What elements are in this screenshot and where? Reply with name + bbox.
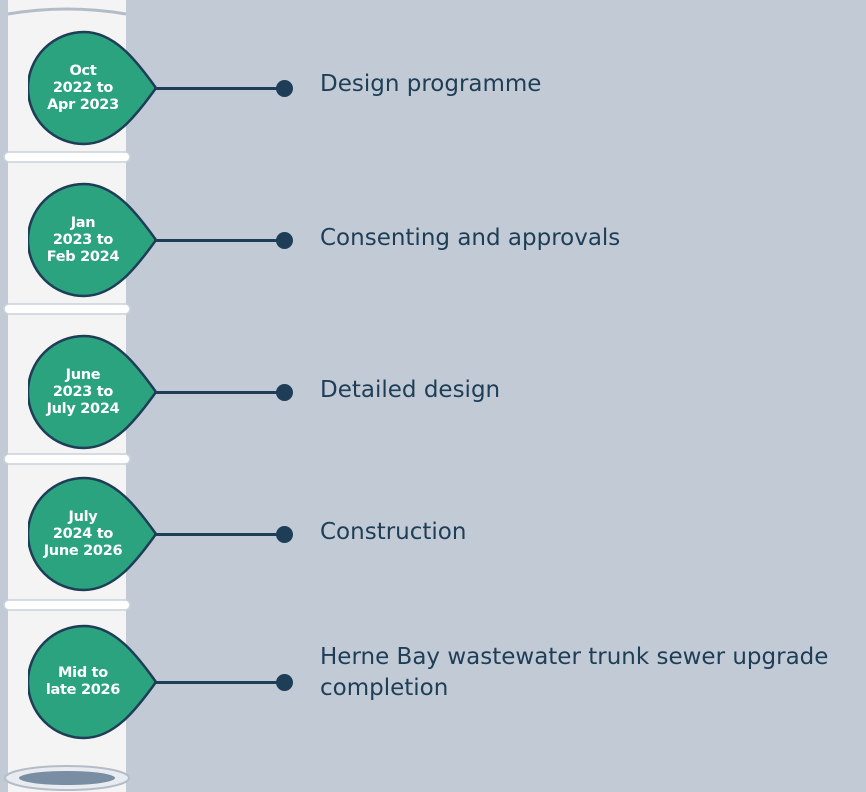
connector-line: [154, 87, 284, 90]
milestone-1: Oct 2022 to Apr 2023: [0, 28, 866, 148]
date-range-text: Mid to late 2026: [45, 665, 121, 698]
milestone-3: June 2023 to July 2024: [0, 332, 866, 452]
connector-line: [154, 533, 284, 536]
milestone-label: Detailed design: [320, 377, 501, 403]
connector-line: [154, 391, 284, 394]
connector-dot: [276, 526, 293, 543]
date-badge: Mid to late 2026: [28, 622, 162, 742]
milestone-label: Construction: [320, 519, 467, 545]
connector-line: [154, 681, 284, 684]
teardrop-shape: [28, 476, 158, 592]
date-range-text: Oct 2022 to Apr 2023: [47, 62, 119, 113]
milestone-label: Consenting and approvals: [320, 225, 621, 251]
date-badge: Oct 2022 to Apr 2023: [28, 28, 162, 148]
milestone-5: Mid to late 2026: [0, 622, 866, 742]
date-range-text: July 2024 to June 2026: [43, 508, 123, 559]
date-badge: July 2024 to June 2026: [28, 474, 162, 594]
milestone-2: Jan 2023 to Feb 2024: [0, 180, 866, 300]
date-range-text: June 2023 to July 2024: [46, 366, 120, 417]
connector-line: [154, 239, 284, 242]
teardrop-shape: [28, 624, 158, 740]
milestone-4: July 2024 to June 2026: [0, 474, 866, 594]
milestone-label: Herne Bay wastewater trunk sewer upgrade…: [320, 644, 829, 701]
teardrop-shape: [28, 30, 158, 146]
connector-dot: [276, 674, 293, 691]
connector-dot: [276, 80, 293, 97]
date-badge: June 2023 to July 2024: [28, 332, 162, 452]
date-badge: Jan 2023 to Feb 2024: [28, 180, 162, 300]
date-range-text: Jan 2023 to Feb 2024: [46, 214, 120, 265]
teardrop-shape: [28, 182, 158, 298]
connector-dot: [276, 384, 293, 401]
milestone-label: Design programme: [320, 71, 542, 97]
teardrop-shape: [28, 334, 158, 450]
connector-dot: [276, 232, 293, 249]
